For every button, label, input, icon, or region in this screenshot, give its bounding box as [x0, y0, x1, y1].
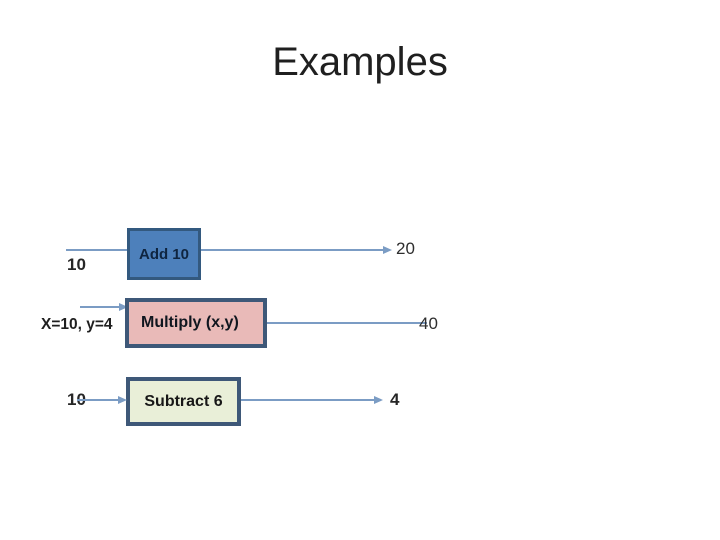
input-line-add	[66, 249, 128, 251]
process-box-add-label: Add 10	[138, 245, 189, 263]
input-value-add: 10	[67, 255, 86, 274]
arrowhead-icon	[383, 246, 392, 254]
output-value-multiply: 40	[419, 314, 438, 333]
output-value-subtract: 4	[390, 390, 400, 409]
process-box-subtract: Subtract 6	[126, 377, 241, 426]
arrowhead-icon	[118, 396, 127, 404]
process-box-multiply-label: Multiply (x,y)	[141, 314, 239, 331]
process-box-multiply: Multiply (x,y)	[125, 298, 267, 348]
input-line-subtract	[77, 399, 118, 401]
input-value-subtract: 10	[67, 390, 86, 409]
input-value-multiply: X=10, y=4	[41, 316, 113, 333]
output-value-add: 20	[396, 239, 415, 258]
output-line-multiply	[267, 322, 427, 324]
arrowhead-icon	[374, 396, 383, 404]
arrowhead-icon	[119, 303, 128, 311]
process-box-subtract-label: Subtract 6	[144, 392, 223, 410]
input-line-multiply	[80, 306, 120, 308]
output-line-subtract	[241, 399, 374, 401]
process-box-add: Add 10	[127, 228, 201, 280]
slide-title: Examples	[272, 40, 448, 84]
output-line-add	[201, 249, 383, 251]
